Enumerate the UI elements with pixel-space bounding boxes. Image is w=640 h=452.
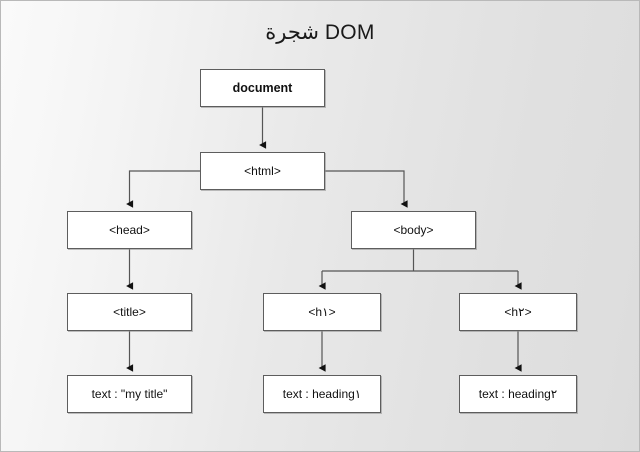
node-h2[interactable]: <h٢> <box>459 293 577 331</box>
node-text-h2-label: text : heading٢ <box>478 387 558 401</box>
node-title[interactable]: <title> <box>67 293 192 331</box>
node-h1[interactable]: <h١> <box>263 293 381 331</box>
edge-html-to-head <box>126 170 200 208</box>
node-h2-label: <h٢> <box>504 305 532 319</box>
node-html[interactable]: <html> <box>200 152 325 190</box>
node-text-title[interactable]: text : "my title" <box>67 375 192 413</box>
node-text-h1[interactable]: text : heading١ <box>263 375 381 413</box>
node-text-h2[interactable]: text : heading٢ <box>459 375 577 413</box>
edge-html-to-body <box>325 170 408 208</box>
node-text-h1-label: text : heading١ <box>282 387 362 401</box>
node-text-title-label: text : "my title" <box>91 387 168 401</box>
node-title-label: <title> <box>113 305 146 319</box>
node-document[interactable]: document <box>200 69 325 107</box>
node-head[interactable]: <head> <box>67 211 192 249</box>
node-html-label: <html> <box>244 164 281 178</box>
node-h1-label: <h١> <box>308 305 336 319</box>
node-head-label: <head> <box>109 223 150 237</box>
page-title: شجرة DOM <box>265 21 375 44</box>
node-document-label: document <box>232 81 293 95</box>
node-body[interactable]: <body> <box>351 211 476 249</box>
node-body-label: <body> <box>393 223 434 237</box>
